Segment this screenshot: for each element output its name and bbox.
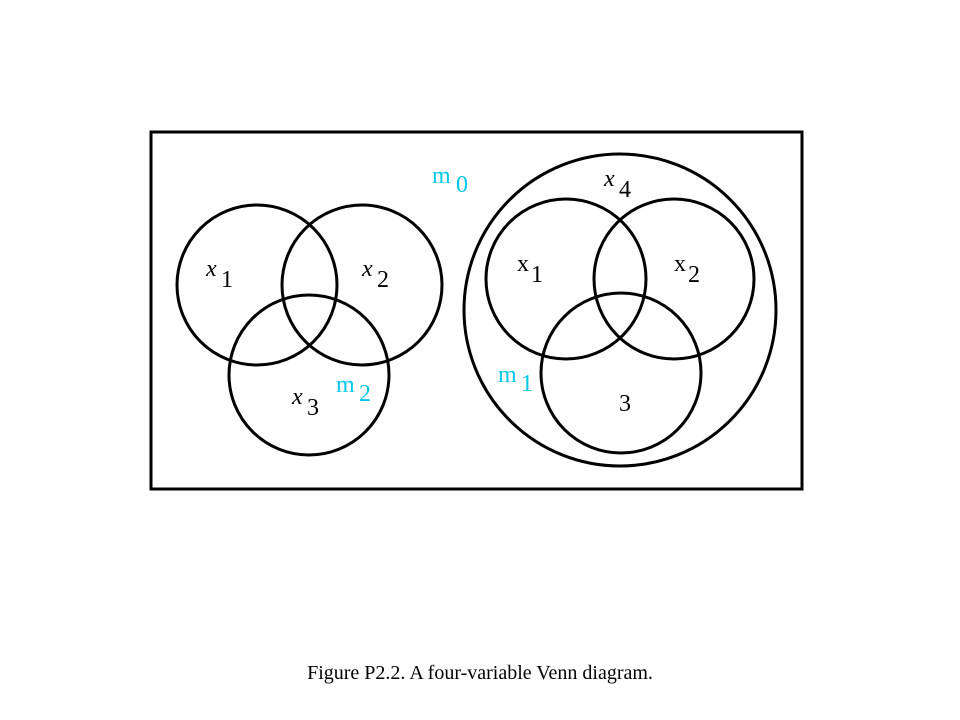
label-x3-left-sub: 3 — [307, 395, 319, 421]
label-x2-right-sub: 2 — [688, 262, 700, 288]
label-x4: x — [603, 166, 615, 192]
label-x2-right: x — [674, 251, 686, 277]
label-x2-left-sub: 2 — [377, 267, 389, 293]
label-x3-left: x — [291, 384, 303, 410]
label-x1-right: x — [517, 251, 529, 277]
universe-rectangle — [149, 130, 804, 491]
label-x1-left: x — [205, 256, 217, 282]
figure-caption: Figure P2.2. A four-variable Venn diagra… — [307, 662, 653, 684]
circle-x2-left — [280, 203, 444, 367]
circle-x3-right — [539, 291, 703, 455]
label-x1-left-sub: 1 — [221, 267, 233, 293]
circle-x1-left — [175, 203, 339, 367]
circle-x1-right — [484, 197, 648, 361]
label-m0: m — [432, 163, 451, 189]
label-m0-sub: 0 — [456, 172, 468, 198]
label-x1-right-sub: 1 — [531, 262, 543, 288]
label-m2: m — [336, 372, 355, 398]
label-m1-sub: 1 — [521, 371, 533, 397]
label-m1: m — [498, 362, 517, 388]
circle-x3-left — [227, 293, 391, 457]
label-x2-left: x — [361, 256, 373, 282]
label-x4-sub: 4 — [619, 177, 631, 203]
label-x3-right-sub: 3 — [619, 391, 631, 417]
circle-x4 — [462, 152, 778, 468]
label-m2-sub: 2 — [359, 381, 371, 407]
circle-x2-right — [592, 197, 756, 361]
